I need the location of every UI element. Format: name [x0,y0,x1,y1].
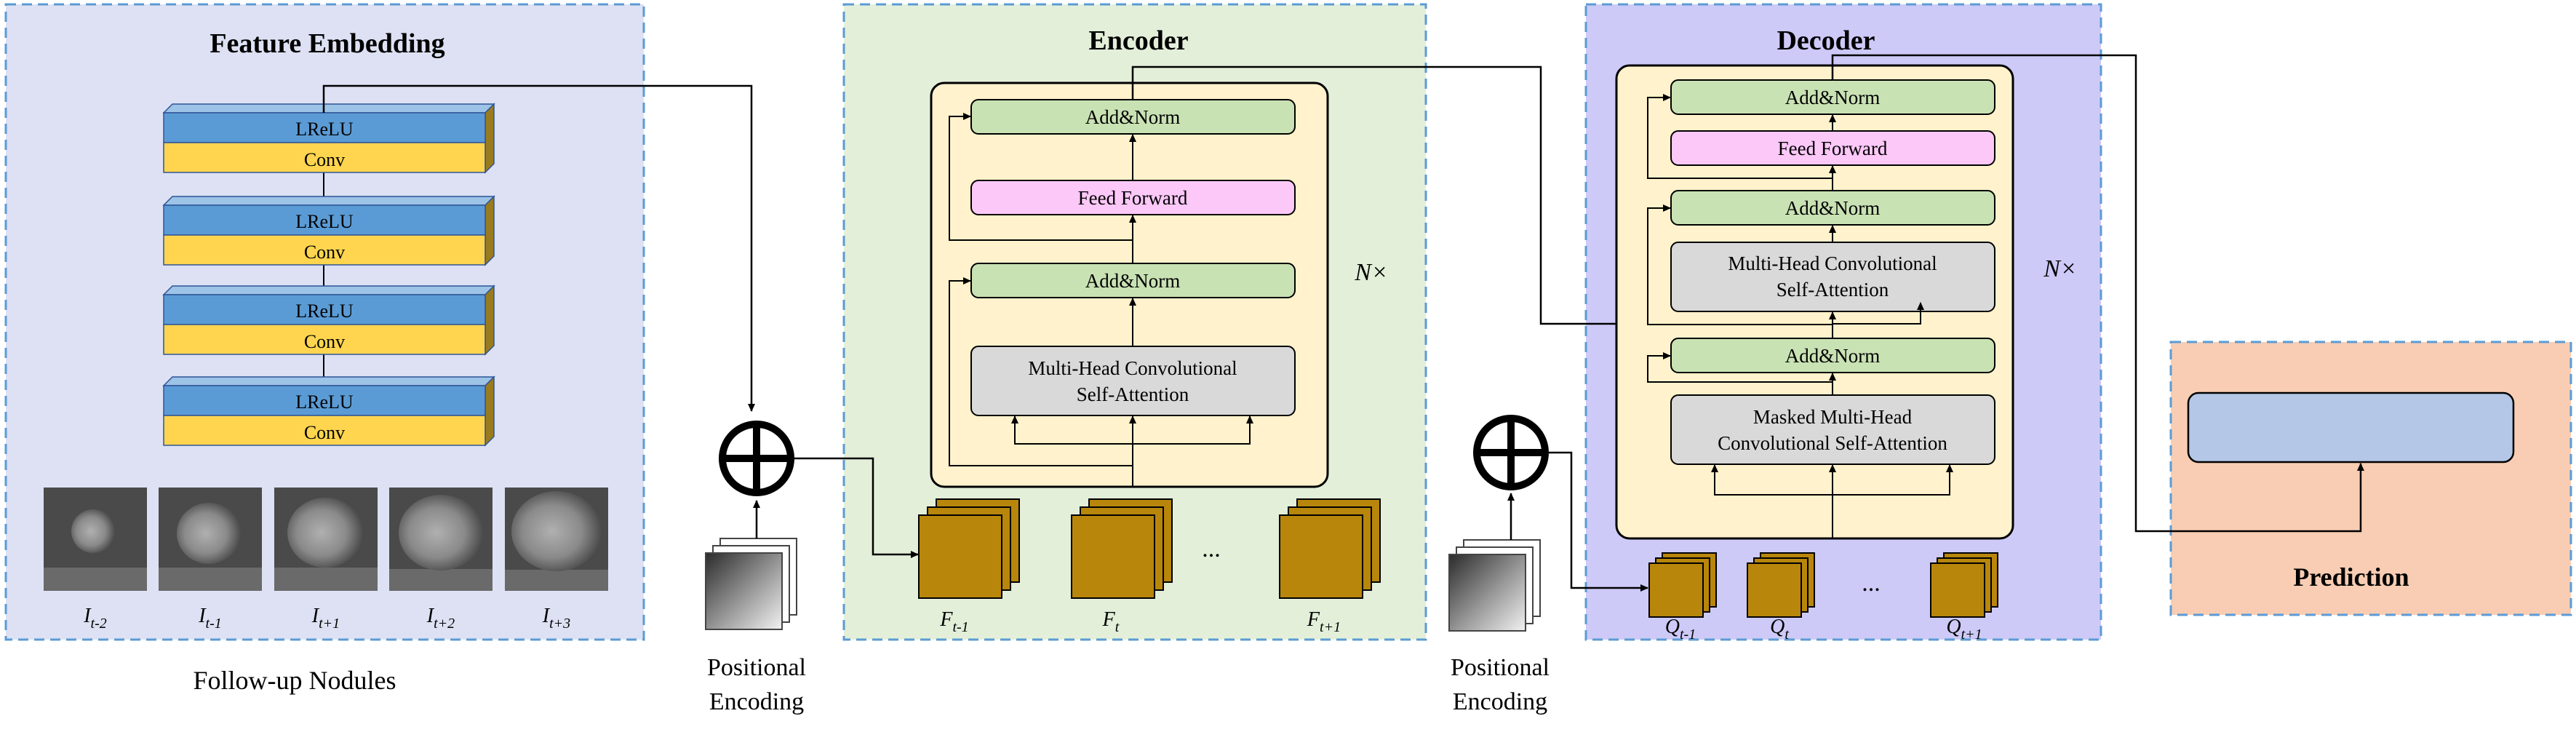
decoder-masked-attention-label: Masked Multi-Head [1753,406,1913,428]
nodule-image [389,488,493,591]
prediction-panel [2169,341,2572,616]
positional-encoding-stack-right [1448,539,1541,632]
lrelu-layer [163,112,486,143]
embedding-block: LReLU Conv [162,285,495,356]
encoder-title: Encoder [1088,25,1188,56]
decoder-repeat-label: N× [2043,255,2077,282]
encoder-add-norm-bottom-label: Add&Norm [1085,270,1181,292]
conv-layer [163,142,486,173]
feature-map-stack [918,498,1020,599]
lrelu-layer [163,204,486,236]
lrelu-layer [163,294,486,325]
embedding-to-plus-connector [322,84,755,412]
add-operator-icon [1473,415,1549,490]
lrelu-label: LReLU [295,391,354,413]
encoder-feed-forward-label: Feed Forward [1078,187,1188,209]
embedding-block: LReLU Conv [162,375,495,447]
feature-embedding-title: Feature Embedding [210,28,444,59]
query-map-stack [1747,552,1815,618]
encoder-add-norm-top-label: Add&Norm [1085,106,1181,128]
feature-label: Ft [1102,608,1120,635]
lrelu-label: LReLU [295,119,354,140]
encoder-attention-label: Multi-Head Convolutional [1028,357,1237,379]
decoder-attention-label: Self-Attention [1777,279,1889,301]
nodule-label: It+3 [542,605,570,632]
encoder-ellipsis: ... [1202,536,1221,562]
embedding-block: LReLU Conv [162,103,495,174]
decoder-masked-attention-label: Convolutional Self-Attention [1718,432,1947,454]
nodule-label: It+2 [426,605,455,632]
lrelu-label: LReLU [295,301,354,322]
lrelu-layer [163,385,486,416]
query-map-stack [1648,552,1717,618]
nodule-image [159,488,262,591]
feature-label: Ft+1 [1307,608,1341,635]
feature-map-stack [1279,498,1381,599]
feature-map-stack [1071,498,1173,599]
follow-up-nodules-caption: Follow-up Nodules [194,666,396,695]
conv-layer [163,234,486,266]
decoder-flow-arrows [1647,94,1953,538]
decoder-add-norm-3-label: Add&Norm [1785,345,1881,367]
nodule-images [44,488,608,591]
conv-label: Conv [304,422,345,443]
encoder-attention-label: Self-Attention [1077,383,1189,405]
query-label: Qt+1 [1946,616,1982,643]
prediction-title: Prediction [2293,562,2409,592]
nodule-label: It+1 [311,605,340,632]
nodule-image [505,488,608,591]
decoder-title: Decoder [1777,25,1875,56]
positional-encoding-label: Encoding [1453,688,1547,715]
plus-to-decoder-connector [1545,451,1648,592]
query-map-stack [1930,552,1998,618]
decoder-attention-label: Multi-Head Convolutional [1728,252,1937,274]
decoder-to-prediction-connector [1831,54,2364,533]
query-label: Qt-1 [1665,616,1696,643]
decoder-add-norm-2-label: Add&Norm [1785,197,1881,219]
positional-encoding-label: Encoding [709,688,804,715]
decoder-add-norm-1-label: Add&Norm [1785,87,1881,108]
embedding-block: LReLU Conv [162,195,495,266]
nodule-image [274,488,378,591]
prediction-output-bar [2187,391,2515,464]
conv-layer [163,324,486,355]
plus-to-encoder-connector [791,457,919,558]
positional-encoding-stack-left [705,538,797,630]
encoder-repeat-label: N× [1354,259,1388,286]
positional-encoding-label: Positional [1451,654,1550,681]
decoder-feed-forward-label: Feed Forward [1778,138,1888,159]
positional-encoding-label: Positional [707,654,806,681]
decoder-ellipsis: ... [1862,570,1881,597]
conv-label: Conv [304,331,345,352]
lrelu-label: LReLU [295,211,354,232]
nodule-image [44,488,147,591]
conv-layer [163,415,486,446]
feature-label: Ft-1 [939,608,968,635]
conv-label: Conv [304,149,345,170]
query-label: Qt [1770,616,1789,643]
conv-label: Conv [304,242,345,263]
nodule-label: It-1 [198,605,222,632]
encoder-flow-arrows [949,113,1253,488]
add-operator-icon [719,421,794,496]
nodule-label: It-2 [83,605,107,632]
